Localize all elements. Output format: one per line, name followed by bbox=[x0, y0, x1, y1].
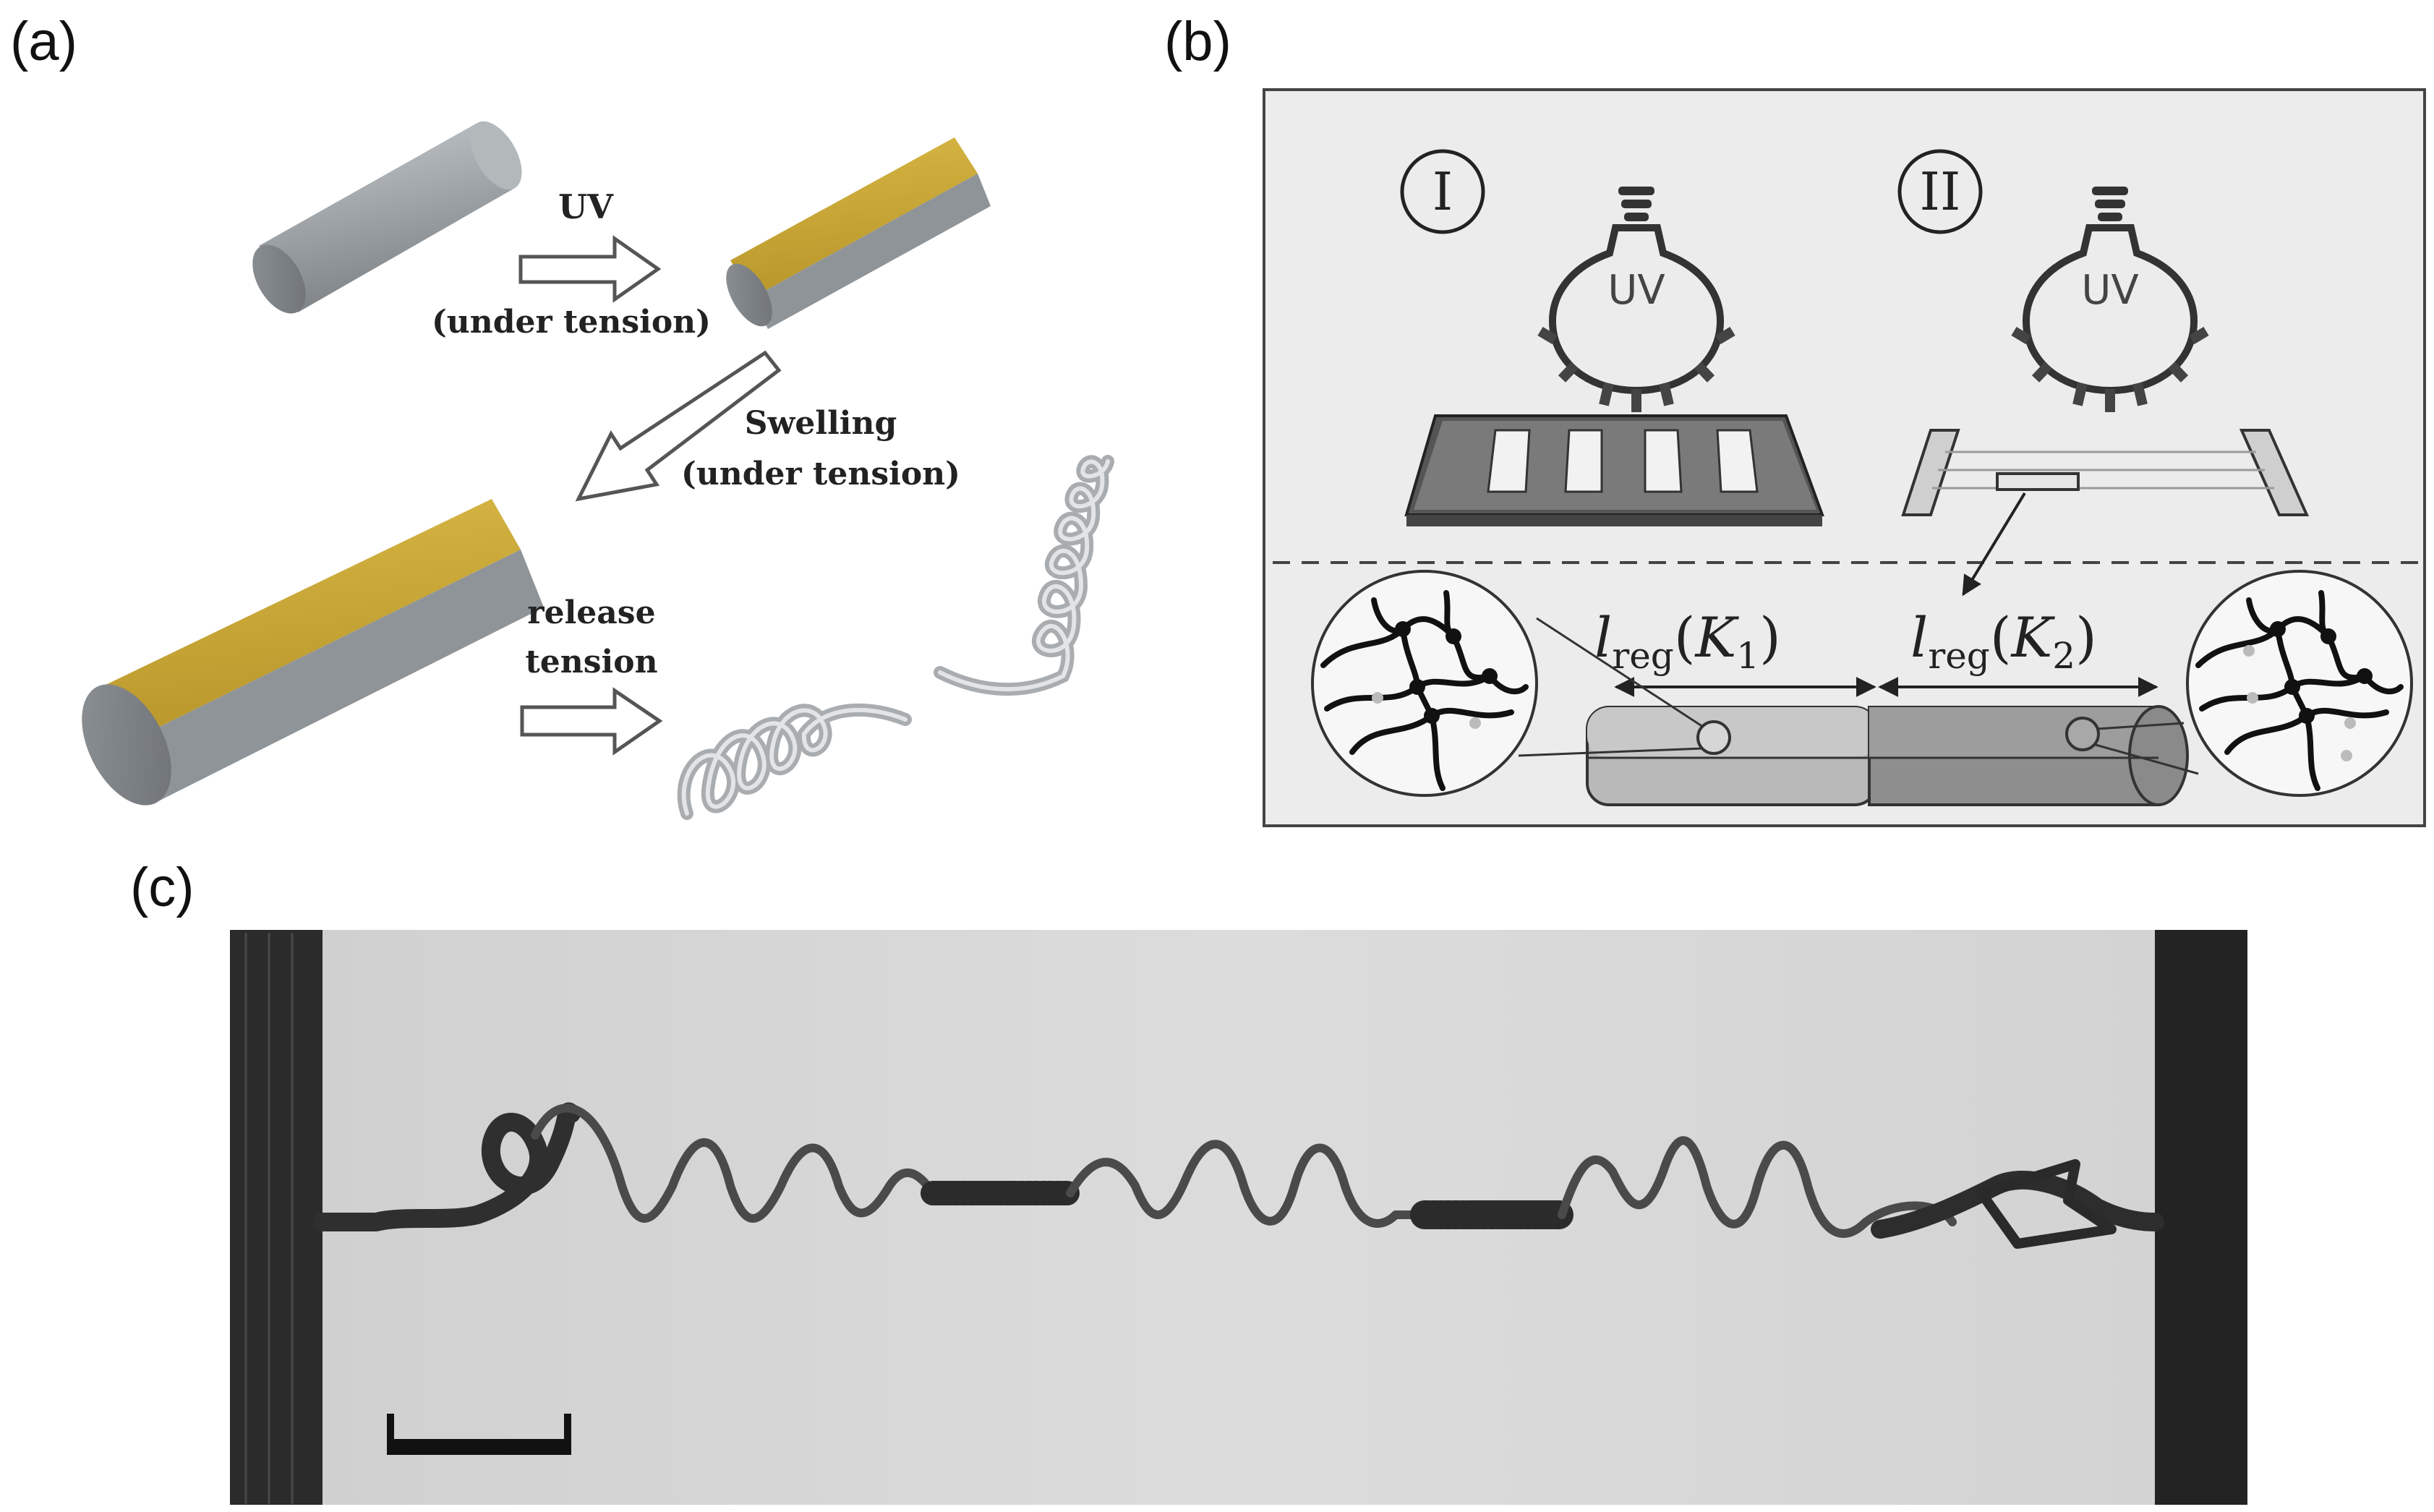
photomask-two bbox=[1901, 429, 2310, 516]
under-tension-label-1: (under tension) bbox=[432, 304, 711, 341]
coated-rod-small bbox=[726, 137, 991, 329]
uv-label: UV bbox=[558, 187, 614, 226]
stage-one-marker bbox=[1400, 149, 1485, 234]
left-clamp bbox=[230, 930, 323, 1505]
tension-label: tension bbox=[525, 644, 657, 680]
release-arrow bbox=[520, 687, 663, 756]
uncoated-rod bbox=[252, 121, 522, 314]
zoom-lines bbox=[1518, 617, 2199, 775]
panel-c-photo bbox=[230, 930, 2247, 1505]
helix-spring bbox=[677, 455, 1114, 820]
length-label-one: lreg(K1) bbox=[1594, 605, 1781, 677]
stage-one-label: I bbox=[1432, 161, 1453, 222]
swelling-label: Swelling bbox=[745, 405, 897, 442]
swelling-arrow bbox=[575, 350, 782, 502]
photomask-one bbox=[1404, 414, 1824, 526]
under-tension-label-2: (under tension) bbox=[681, 456, 960, 492]
uv-arrow bbox=[518, 235, 662, 303]
svg-text:UV: UV bbox=[2081, 267, 2138, 314]
svg-text:UV: UV bbox=[1607, 267, 1665, 314]
uv-lamp-one-icon: UV bbox=[1537, 187, 1735, 412]
stage-two-marker bbox=[1897, 149, 1983, 234]
uv-lamp-two-icon: UV bbox=[2011, 187, 2209, 412]
panel-label-c: (c) bbox=[130, 857, 195, 918]
panel-b: I II UV UV bbox=[1263, 88, 2426, 827]
network-inset-left bbox=[1311, 570, 1538, 797]
right-clamp bbox=[2155, 930, 2247, 1505]
panel-a: UV (under tension) Swelling (under tensi… bbox=[82, 121, 1114, 820]
panel-label-b: (b) bbox=[1164, 11, 1231, 72]
helical-fiber bbox=[313, 1102, 2164, 1249]
stage-two-label: II bbox=[1920, 161, 1961, 222]
panel-label-a: (a) bbox=[10, 11, 77, 72]
network-inset-right bbox=[2186, 570, 2413, 797]
scale-bar bbox=[387, 1439, 571, 1455]
segmented-rod bbox=[1586, 705, 2189, 806]
length-label-two: lreg(K2) bbox=[1910, 605, 2097, 677]
release-label: release bbox=[527, 594, 655, 631]
pointer-arrow bbox=[1962, 492, 2026, 597]
swollen-coated-rod bbox=[82, 499, 544, 806]
